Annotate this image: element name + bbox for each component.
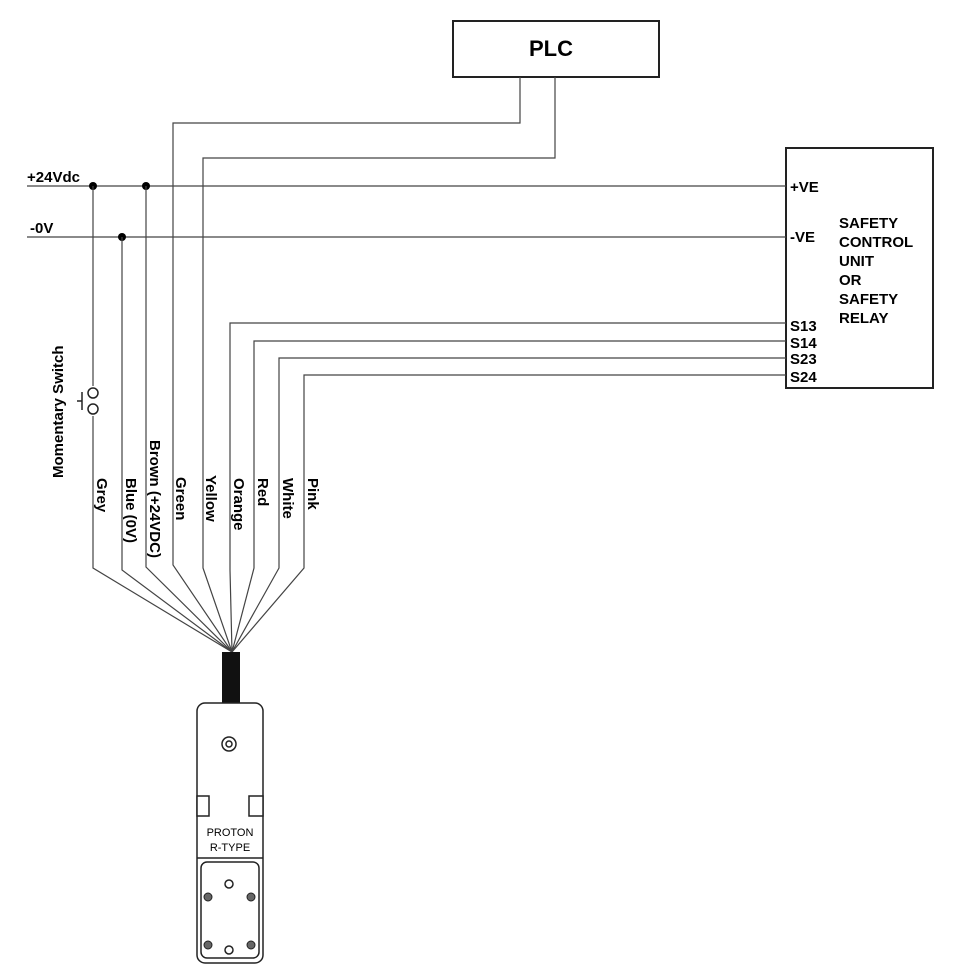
power-negative-label: -0V: [30, 220, 53, 237]
safety-unit-line-3: UNIT: [839, 253, 874, 270]
wire-label-yellow: Yellow: [202, 475, 219, 522]
wire-label-orange: Orange: [230, 478, 247, 531]
wire-label-blue: Blue (0V): [122, 478, 139, 543]
safety-unit-line-1: SAFETY: [839, 215, 898, 232]
terminal-s13-label: S13: [790, 318, 817, 335]
safety-unit-line-6: RELAY: [839, 310, 888, 327]
wire-white-route: [231, 357, 786, 653]
wire-orange-route: [229, 322, 786, 653]
wire-label-grey: Grey: [93, 478, 110, 513]
momentary-switch-label: Momentary Switch: [50, 345, 67, 478]
wire-red-route: [231, 340, 786, 653]
wire-label-white: White: [279, 478, 296, 519]
plc-label: PLC: [529, 36, 573, 61]
plc-box: [452, 20, 660, 78]
device-hole-1: [224, 879, 234, 889]
device-screw-3: [203, 940, 213, 950]
safety-unit-line-2: CONTROL: [839, 234, 913, 251]
device-name-label: PROTON: [207, 827, 254, 839]
wire-label-brown: Brown (+24VDC): [146, 440, 163, 558]
safety-unit-box: [785, 147, 934, 389]
terminal-s24-label: S24: [790, 369, 817, 386]
device-screw-4: [246, 940, 256, 950]
wire-green-route: [172, 77, 521, 653]
wire-brown-route: [145, 186, 233, 653]
wire-grey-route-bottom: [92, 416, 233, 653]
device-type-label: R-TYPE: [210, 842, 250, 854]
terminal-pos-label: +VE: [790, 179, 819, 196]
wire-label-green: Green: [172, 477, 189, 520]
device-screw-1: [203, 892, 213, 902]
wire-label-red: Red: [254, 478, 271, 506]
terminal-s23-label: S23: [790, 351, 817, 368]
wire-blue-route: [121, 237, 233, 653]
safety-unit-line-5: SAFETY: [839, 291, 898, 308]
device-hole-2: [224, 945, 234, 955]
cable: [222, 652, 240, 704]
device-screw-2: [246, 892, 256, 902]
wire-yellow-route: [202, 77, 556, 653]
power-positive-label: +24Vdc: [27, 169, 80, 186]
safety-unit-line-4: OR: [839, 272, 862, 289]
proton-device: [196, 702, 264, 964]
wire-label-pink: Pink: [304, 478, 321, 510]
terminal-neg-label: -VE: [790, 229, 815, 246]
momentary-switch: [77, 387, 99, 415]
terminal-s14-label: S14: [790, 335, 817, 352]
wire-pink-route: [231, 374, 786, 653]
